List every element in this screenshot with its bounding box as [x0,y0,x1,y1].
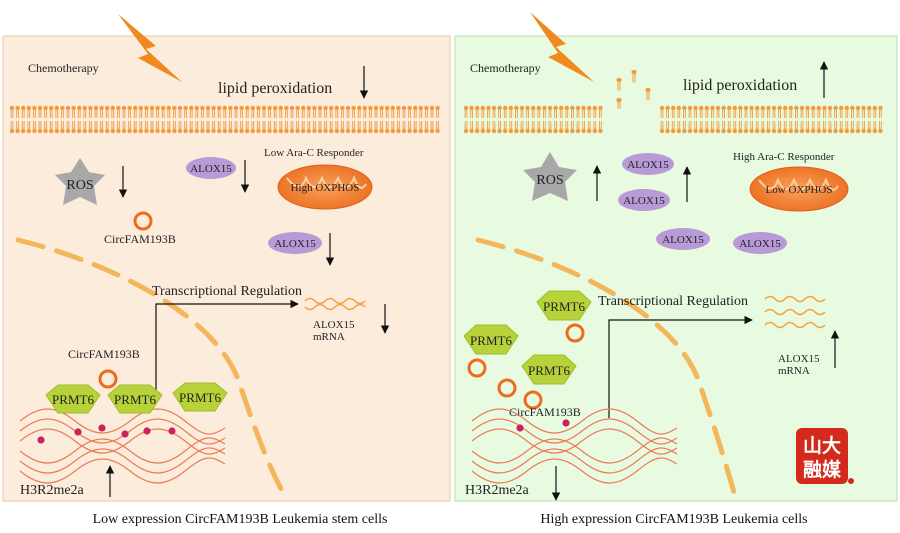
right-regulation-arrow [608,315,753,418]
right-alox15-oval-a [622,153,674,175]
left-alox15-oval-b [268,232,322,254]
right-panel-caption: High expression CircFAM193B Leukemia cel… [540,512,807,527]
left-prmt6-label-3: PRMT6 [179,390,221,405]
right-panel: Chemotherapy lipid peroxidation [454,12,898,502]
left-methylation-dots [37,424,176,444]
left-ros-label: ROS [66,178,93,193]
right-lightning-icon [530,12,594,82]
watermark-line1: 山大 [803,434,841,457]
right-prmt6-hexagon-2 [463,324,519,355]
right-alox15-label-c: ALOX15 [662,234,704,246]
right-methylation-dots [516,419,570,432]
right-circrna-icon-4 [523,390,543,410]
left-prmt6-label-1: PRMT6 [52,392,94,407]
right-prmt6-hexagon-1 [536,290,592,321]
left-er-dashed-curve [15,237,288,499]
left-oxphos-label: High OXPHOS [291,182,360,194]
right-prmt6-label-2: PRMT6 [470,333,512,348]
left-panel-caption: Low expression CircFAM193B Leukemia stem… [93,512,388,527]
left-h3r2me2a-label: H3R2me2a [20,483,85,498]
left-circrna-icon-2 [98,369,118,389]
watermark-logo: 山大 融媒 [796,428,854,484]
left-alox15-label-a: ALOX15 [190,163,232,175]
right-circrna-icon-3 [497,378,517,398]
left-alox15-oval-a [186,157,236,179]
right-alox15-label-a: ALOX15 [627,159,669,171]
right-er-dashed-curve [475,237,738,499]
right-prmt6-label-1: PRMT6 [543,299,585,314]
right-ros-label: ROS [536,173,563,188]
right-lipid-peroxidation-label: lipid peroxidation [683,77,797,94]
left-prmt6-hexagon-2 [107,384,163,414]
right-circrna-icon-1 [565,323,585,343]
right-prmt6-label-3: PRMT6 [528,363,570,378]
left-prmt6-hexagon-3 [172,382,228,412]
right-alox15-mrna-label-line2: mRNA [778,365,810,377]
right-circrna-icon-2 [467,358,487,378]
right-ros-star-icon [523,152,577,201]
left-alox15-mrna-label-line1: ALOX15 [313,319,355,331]
left-circfam193b-top-label: CircFAM193B [104,232,176,246]
right-circfam193b-label: CircFAM193B [509,405,581,419]
left-panel-background [2,35,451,502]
right-detached-lipids-icon [616,69,651,109]
right-mitochondrion-icon [749,166,849,212]
left-ros-star-icon [55,158,105,205]
left-lipid-peroxidation-label: lipid peroxidation [218,80,332,97]
left-responder-label: Low Ara-C Responder [264,147,364,159]
left-panel: Chemotherapy lipid peroxidation ROS Circ… [2,14,451,502]
right-chemotherapy-label: Chemotherapy [470,61,541,75]
right-h3r2me2a-label: H3R2me2a [465,483,530,498]
left-transcriptional-regulation-label: Transcriptional Regulation [152,284,302,299]
watermark-line2: 融媒 [803,459,842,481]
left-chemotherapy-label: Chemotherapy [28,61,99,75]
right-prmt6-hexagon-3 [521,354,577,385]
right-alox15-oval-c [656,228,710,250]
right-alox15-mrna-label-line1: ALOX15 [778,353,820,365]
left-alox15-mrna-label-line2: mRNA [313,331,345,343]
left-regulation-arrow [155,299,299,400]
left-circfam193b-mid-label: CircFAM193B [68,347,140,361]
right-alox15-oval-d [733,232,787,254]
right-alox15-label-b: ALOX15 [623,195,665,207]
left-mrna-wave-icon [304,297,366,311]
left-prmt6-hexagon-1 [45,384,101,414]
right-oxphos-label: Low OXPHOS [766,184,833,196]
left-circrna-icon [133,211,153,231]
lightning-icon [118,14,182,82]
right-alox15-oval-b [618,189,670,211]
right-alox15-label-d: ALOX15 [739,238,781,250]
right-dna-helix-icon [471,408,678,484]
left-alox15-label-b: ALOX15 [274,238,316,250]
left-mitochondrion-icon [277,164,373,210]
right-transcriptional-regulation-label: Transcriptional Regulation [598,294,748,309]
left-prmt6-label-2: PRMT6 [114,392,156,407]
right-responder-label: High Ara-C Responder [733,151,835,163]
right-mrna-wave-icon [764,295,826,329]
